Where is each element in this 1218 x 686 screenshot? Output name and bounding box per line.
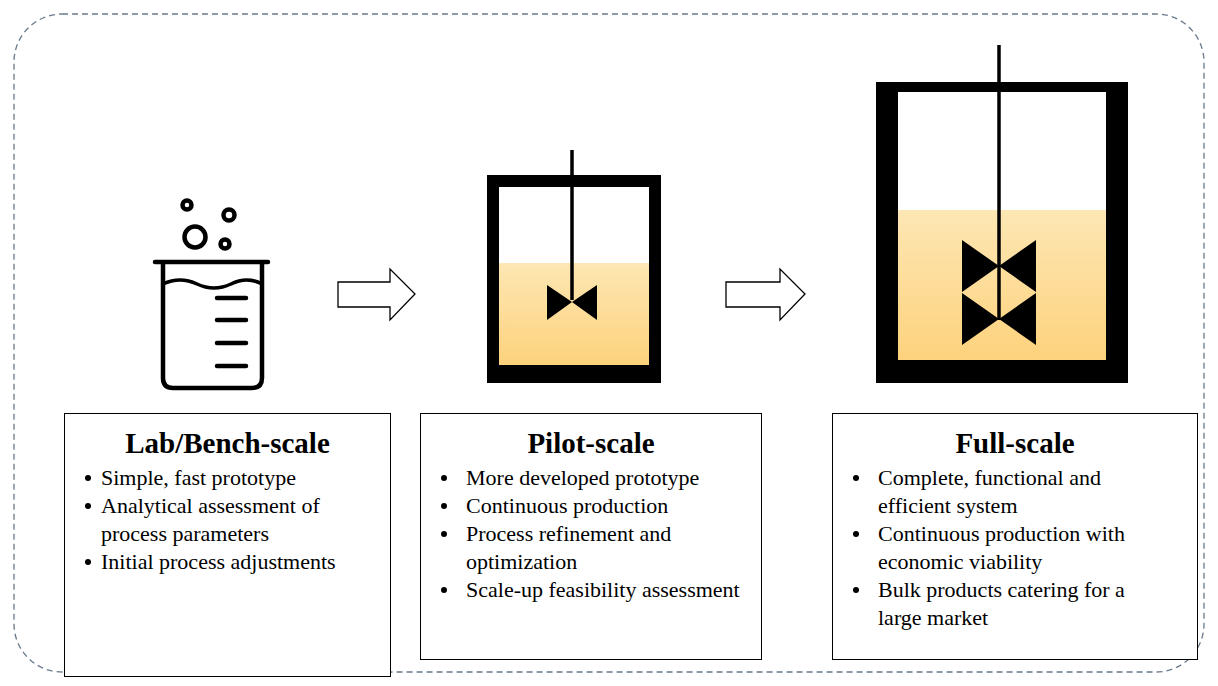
bullet-text: Complete, functional and efficient syste… [878,464,1143,520]
bullet-text: Bulk products catering for a large marke… [878,576,1143,632]
stage-heading: Full-scale [851,426,1179,460]
bullet-text: Continuous production [466,492,743,520]
stage-heading: Lab/Bench-scale [83,426,372,460]
bullet-text: Simple, fast prototype [101,464,348,492]
bullet-dot [853,587,859,593]
bullet-dot [85,475,91,481]
bullet-dot [441,531,447,537]
bullet-text: Initial process adjustments [101,548,348,576]
bullet-dot [853,475,859,481]
bullet-dot [85,559,91,565]
stage-heading: Pilot-scale [439,426,743,460]
stage-box: Full-scaleComplete, functional and effic… [832,413,1198,660]
bullet-dot [441,475,447,481]
bullet-text: Process refinement and optimization [466,520,743,576]
outer-frame [14,14,1204,672]
bullet-text: Analytical assessment of process paramet… [101,492,348,548]
block-arrow [726,269,805,320]
full-reactor [876,45,1128,383]
pilot-reactor [487,150,661,383]
bullet-dot [441,587,447,593]
bullet-text: More developed prototype [466,464,743,492]
bullet-text: Scale-up feasibility assessment [466,576,743,604]
beaker-icon [155,201,268,389]
bullet-dot [85,503,91,509]
bullet-text: Continuous production with economic viab… [878,520,1143,576]
block-arrow [338,269,415,320]
bullet-dot [853,531,859,537]
stage-box: Pilot-scaleMore developed prototypeConti… [420,413,762,660]
bullet-dot [441,503,447,509]
stage-box: Lab/Bench-scaleSimple, fast prototypeAna… [64,413,391,677]
